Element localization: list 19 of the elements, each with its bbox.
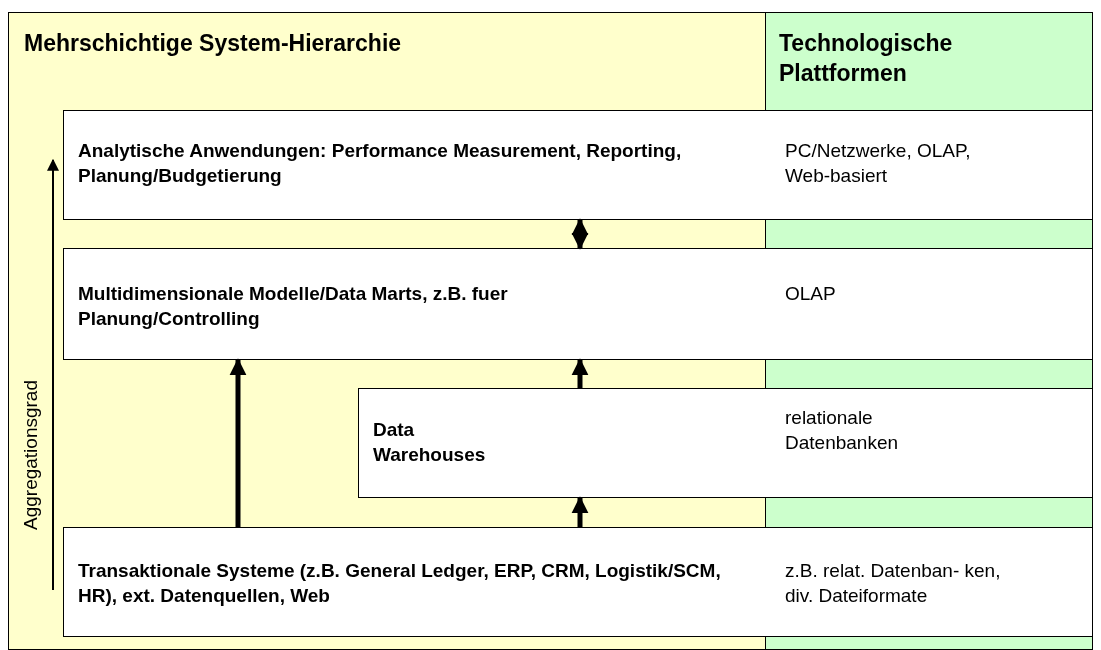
- layer-text: Transaktionale Systeme (z.B. General Ledger, ERP, CRM, Logistik/SCM, HR), ext. Datenquellen, Web: [78, 559, 722, 608]
- panel-heading: Technologische Plattformen: [779, 29, 954, 88]
- arrow: [571, 358, 589, 388]
- platform-text: PC/Netzwerke, OLAP, Web-basiert: [785, 139, 972, 188]
- layer-box: [358, 388, 1093, 498]
- layer-text: Multidimensionale Modelle/Data Marts, z.B. fuer Planung/Controlling: [78, 282, 509, 331]
- arrow: [229, 358, 247, 527]
- panel-heading: Mehrschichtige System-Hierarchie: [24, 29, 403, 58]
- layer-box: [63, 527, 1093, 637]
- platform-text: OLAP: [785, 282, 837, 306]
- platform-text: relationale Datenbanken: [785, 406, 900, 455]
- arrow: [571, 496, 589, 527]
- axis-label: Aggregationsgrad: [18, 380, 42, 530]
- arrow: [571, 218, 589, 250]
- layer-text: Data Warehouses: [373, 418, 487, 467]
- layer-text: Analytische Anwendungen: Performance Measurement, Reporting, Planung/Budgetierung: [78, 139, 683, 188]
- layer-box: [63, 248, 1093, 360]
- platform-text: z.B. relat. Datenban- ken, div. Dateiformate: [785, 559, 1002, 608]
- layer-box: [63, 110, 1093, 220]
